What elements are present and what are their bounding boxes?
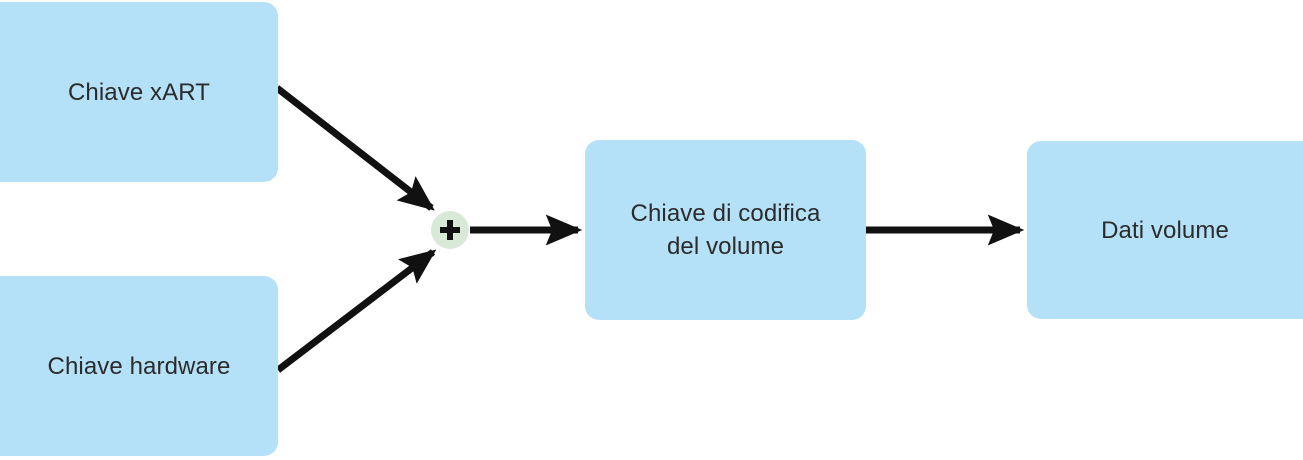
node-key-hardware-label: Chiave hardware (47, 352, 231, 380)
combiner-node (431, 211, 469, 249)
node-key-xart: Chiave xART (0, 2, 278, 182)
node-volume-encryption-key-label: Chiave di codifica del volume (630, 200, 821, 260)
edge-xart-to-combiner (274, 85, 435, 211)
node-volume-data-label: Dati volume (1101, 216, 1229, 244)
node-key-xart-label: Chiave xART (67, 78, 211, 106)
edge-hardware-to-combiner (275, 249, 437, 373)
node-volume-encryption-key: Chiave di codifica del volume (585, 140, 866, 320)
node-volume-data: Dati volume (1027, 141, 1303, 319)
node-key-hardware: Chiave hardware (0, 276, 278, 456)
plus-icon (440, 220, 460, 240)
